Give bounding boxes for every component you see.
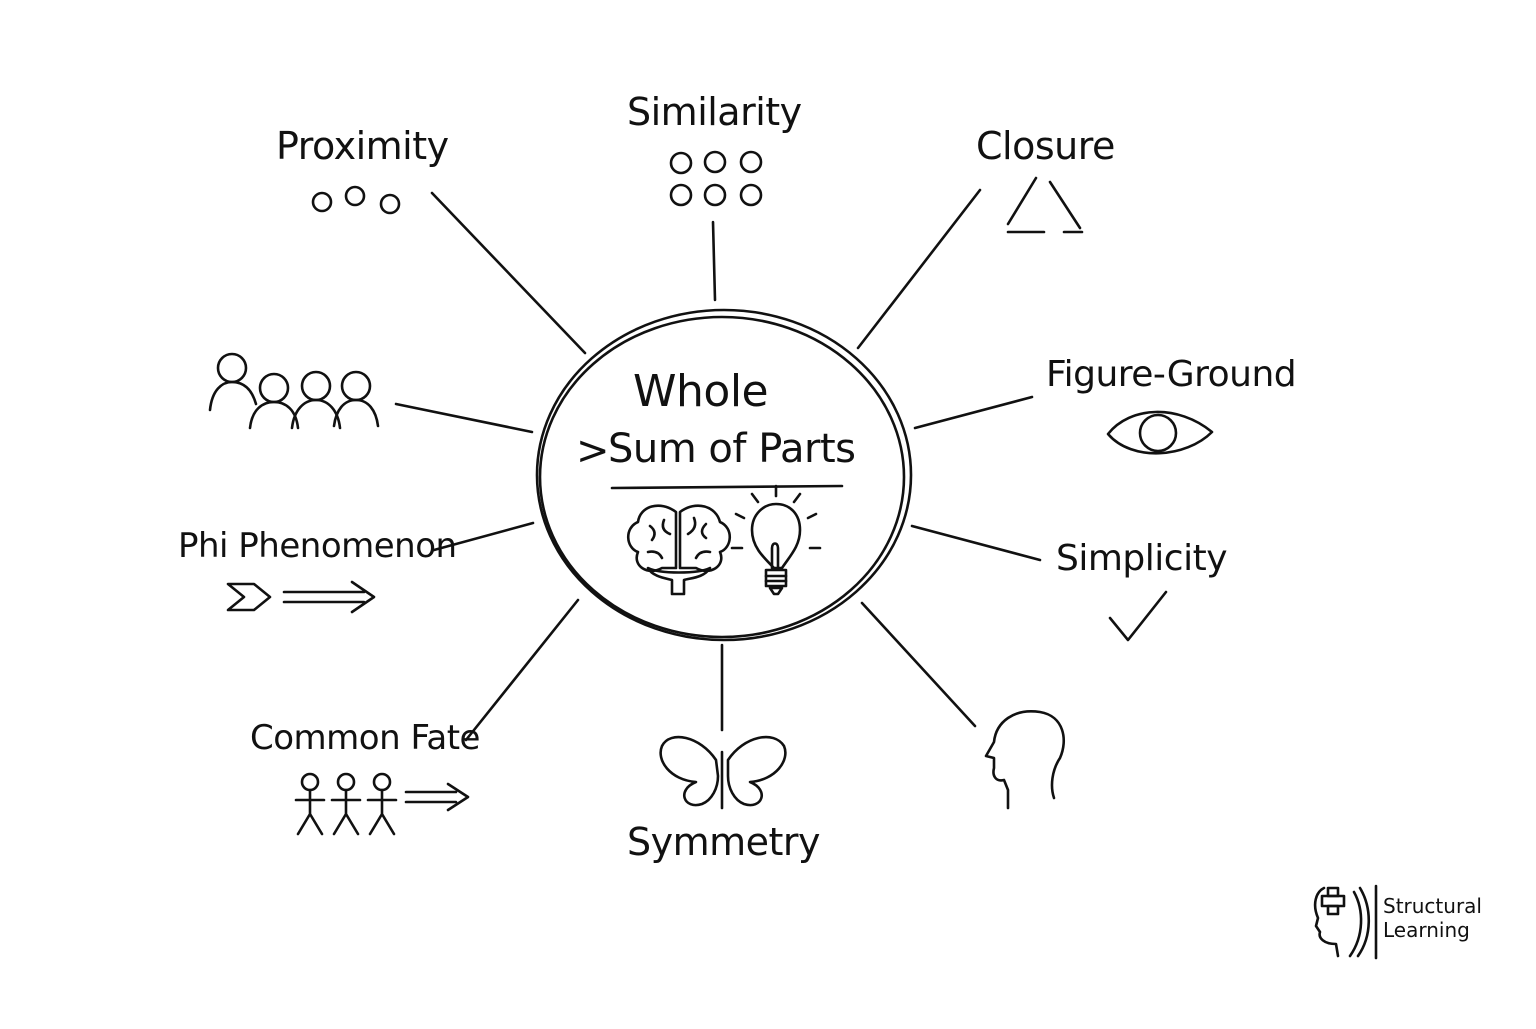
- head-profile-icon: [984, 710, 1066, 810]
- incomplete-triangle-icon: [1006, 176, 1084, 234]
- hub-divider: [610, 484, 844, 490]
- logo-text-learning: Learning: [1383, 918, 1470, 942]
- label-common-fate: Common Fate: [250, 718, 480, 758]
- hub-title-sum-of-parts: Sum of Parts: [608, 426, 856, 472]
- central-hub: [535, 308, 913, 642]
- label-simplicity: Simplicity: [1056, 538, 1228, 579]
- hub-operator: >: [576, 428, 610, 474]
- connector-lines: [394, 188, 1042, 742]
- label-similarity: Similarity: [627, 90, 802, 134]
- connector-phi: [432, 521, 535, 552]
- connector-people-group: [394, 402, 534, 434]
- stick-figure: [330, 772, 362, 836]
- checkmark-icon: [1108, 590, 1168, 642]
- eye-icon: [1106, 410, 1214, 455]
- connector-proximity: [430, 191, 587, 355]
- butterfly-icon: [659, 735, 787, 810]
- label-closure: Closure: [976, 124, 1115, 168]
- connector-head: [860, 601, 977, 728]
- stick-figure: [294, 772, 326, 836]
- proximity-dots-icon: [311, 185, 401, 215]
- connector-similarity: [711, 220, 717, 302]
- label-phi-phenomenon: Phi Phenomenon: [178, 526, 457, 566]
- connector-simplicity: [910, 524, 1042, 562]
- label-symmetry: Symmetry: [627, 820, 821, 864]
- hub-title-whole: Whole: [633, 366, 769, 417]
- stick-figure: [366, 772, 398, 836]
- stick-figures-arrow-icon: [294, 772, 470, 836]
- lightbulb-icon: [730, 484, 822, 596]
- connector-closure: [856, 188, 982, 350]
- chevron-arrow-icon: [226, 580, 376, 614]
- people-group-icon: [208, 352, 380, 430]
- label-proximity: Proximity: [276, 124, 449, 168]
- connector-common-fate: [464, 598, 580, 742]
- logo-text-structural: Structural: [1383, 894, 1482, 918]
- connector-figure-ground: [913, 395, 1034, 430]
- label-figure-ground: Figure-Ground: [1046, 354, 1297, 395]
- brain-icon: [626, 504, 732, 596]
- puzzle-head-logo-icon: [1313, 884, 1378, 960]
- similarity-dots-icon: [669, 150, 763, 207]
- double-arrow: [404, 782, 470, 812]
